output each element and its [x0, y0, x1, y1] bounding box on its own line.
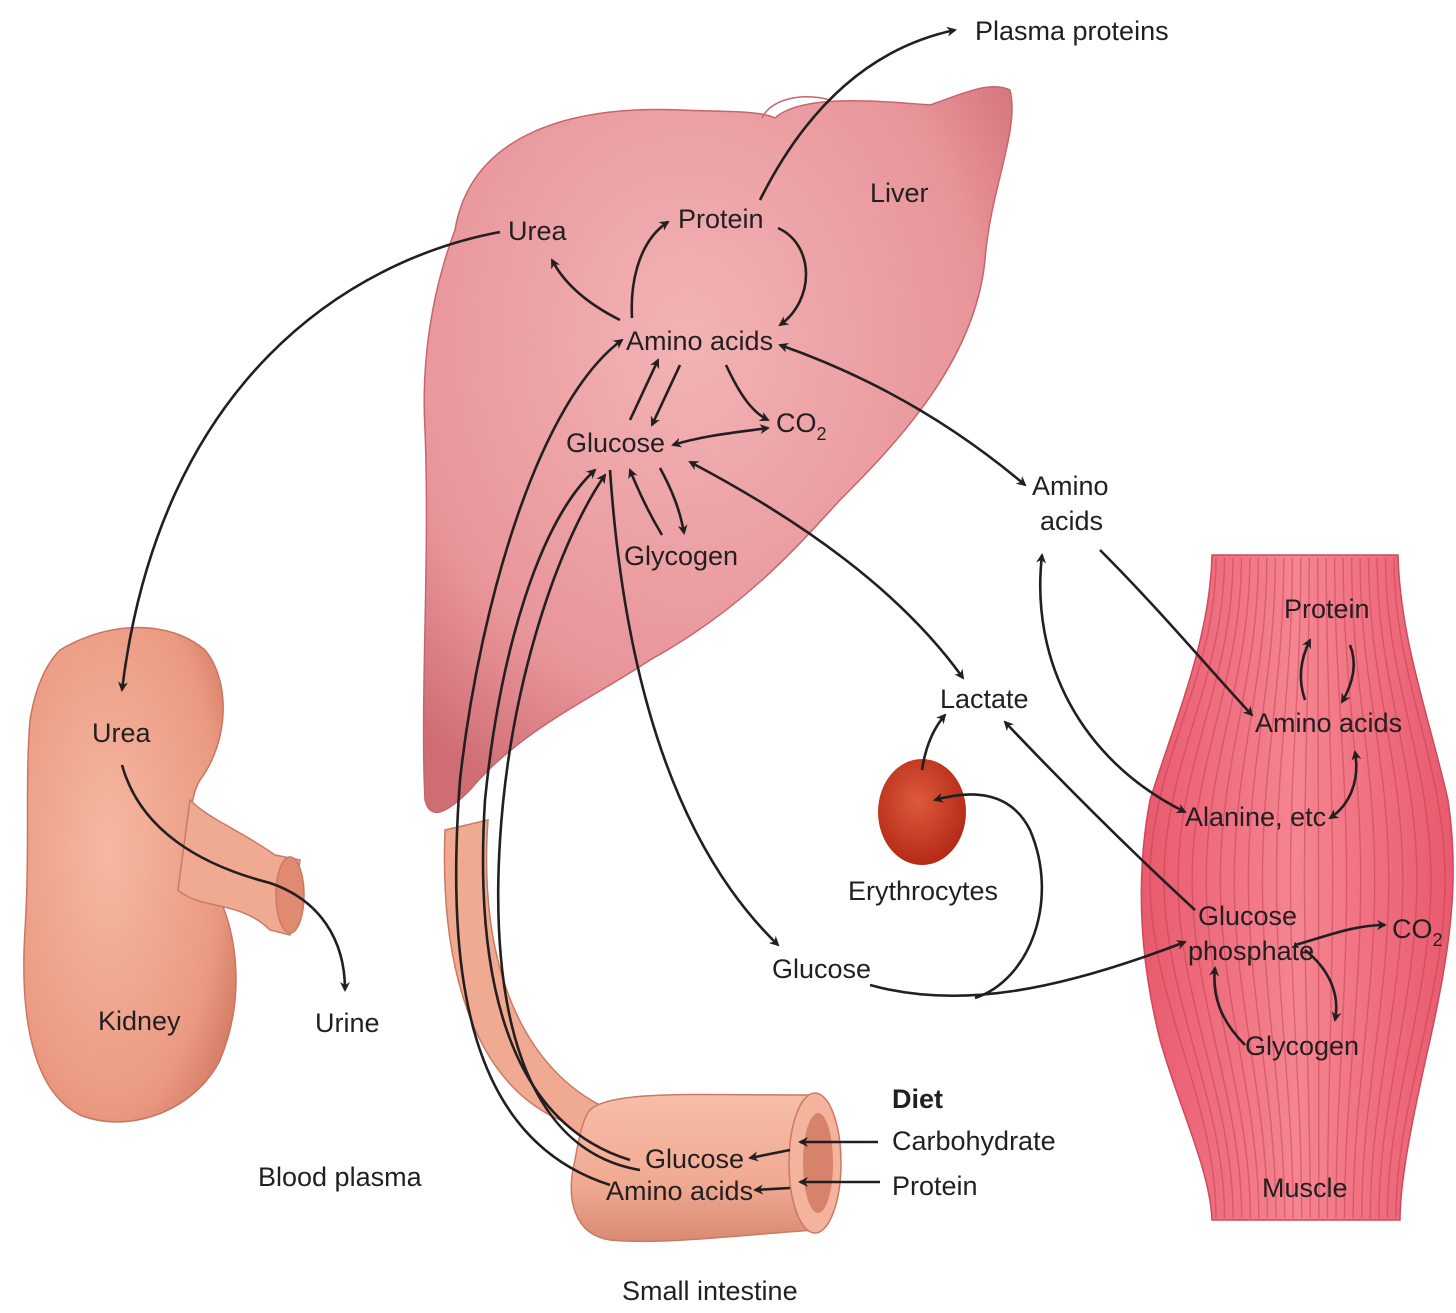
label-muscle-glucose-line1: Glucose — [1198, 901, 1297, 931]
label-kidney: Kidney — [98, 1006, 181, 1036]
label-muscle-glycogen: Glycogen — [1245, 1031, 1359, 1061]
label-intestine-amino-acids: Amino acids — [606, 1176, 753, 1206]
label-blood-glucose: Glucose — [772, 954, 871, 984]
label-liver-glucose: Glucose — [566, 428, 665, 458]
label-blood-plasma: Blood plasma — [258, 1162, 423, 1192]
erythrocyte-cell — [878, 759, 966, 865]
label-muscle-protein: Protein — [1284, 594, 1370, 624]
label-plasma-proteins: Plasma proteins — [975, 16, 1169, 46]
label-liver: Liver — [870, 178, 929, 208]
label-erythrocytes: Erythrocytes — [848, 876, 998, 906]
label-liver-urea: Urea — [508, 216, 568, 246]
label-blood-amino-line1: Amino — [1032, 471, 1109, 501]
label-liver-protein: Protein — [678, 204, 764, 234]
label-intestine-glucose: Glucose — [645, 1144, 744, 1174]
label-diet-carbohydrate: Carbohydrate — [892, 1126, 1056, 1156]
label-muscle-glucose-line2: phosphate — [1188, 936, 1314, 966]
label-diet-protein: Protein — [892, 1171, 978, 1201]
portal-vessel — [444, 820, 610, 1150]
label-muscle-alanine: Alanine, etc — [1185, 802, 1326, 832]
label-blood-amino-line2: acids — [1040, 506, 1103, 536]
intestine-lumen — [803, 1113, 833, 1213]
label-small-intestine: Small intestine — [622, 1276, 798, 1306]
label-lactate: Lactate — [940, 684, 1029, 714]
label-liver-glycogen: Glycogen — [624, 541, 738, 571]
ureter-opening — [276, 857, 304, 933]
label-diet: Diet — [892, 1084, 943, 1114]
label-muscle-amino-acids: Amino acids — [1255, 708, 1402, 738]
label-liver-amino-acids: Amino acids — [626, 326, 773, 356]
label-kidney-urea: Urea — [92, 718, 152, 748]
label-muscle: Muscle — [1262, 1173, 1348, 1203]
label-urine: Urine — [315, 1008, 380, 1038]
